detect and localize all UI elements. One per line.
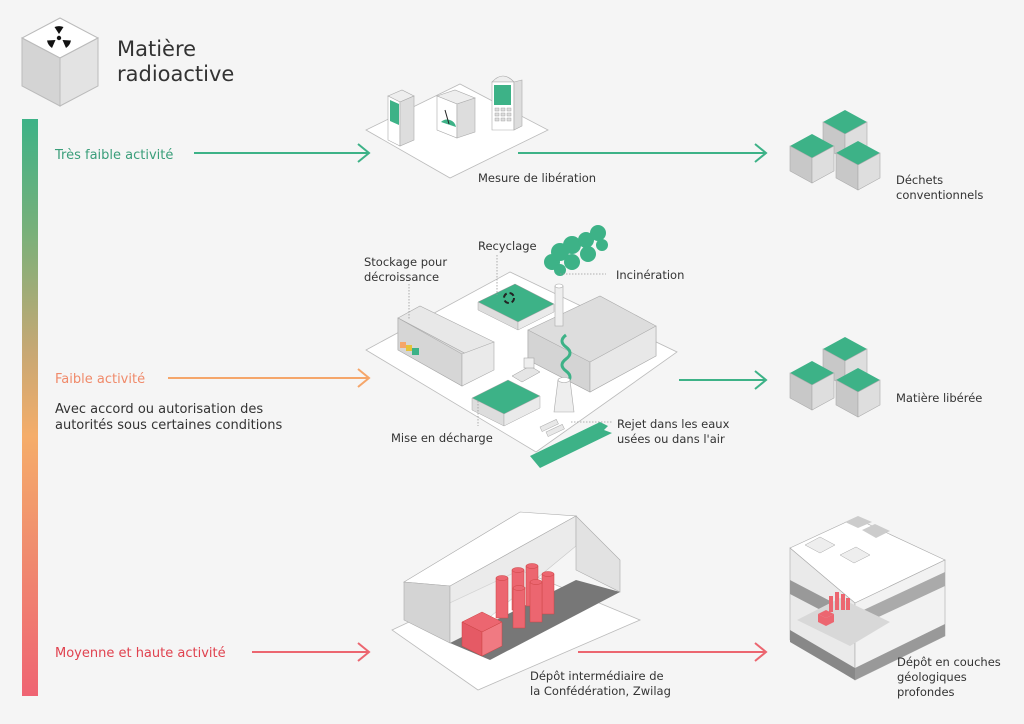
leader-lines <box>408 255 613 426</box>
decay-storage-label-2: décroissance <box>364 270 440 284</box>
released-material-cubes <box>789 336 881 418</box>
measurement-label: Mesure de libération <box>478 171 597 185</box>
arrow-zwilag-to-geological <box>578 642 768 662</box>
level-label-very-low: Très faible activité <box>55 148 174 163</box>
arrow-very-low-to-measure <box>194 143 371 163</box>
arrow-facility-to-released-material <box>679 370 768 390</box>
geological-label-2: géologiques <box>897 670 967 684</box>
low-level-facility-illustration <box>365 225 678 468</box>
arrow-measure-to-conventional-waste <box>518 143 768 163</box>
arrow-low-to-facility <box>168 368 371 388</box>
measurement-station-illustration <box>365 75 549 179</box>
geological-label-1: Dépôt en couches <box>897 655 1001 669</box>
conventional-waste-label-1: Déchets <box>896 173 944 187</box>
conventional-waste-cubes <box>789 109 881 191</box>
level-label-low: Faible activité <box>55 372 146 387</box>
low-level-description-line-1: Avec accord ou autorisation des <box>55 402 264 417</box>
low-level-description-line-2: autorités sous certaines conditions <box>55 418 283 433</box>
level-label-medium-high: Moyenne et haute activité <box>55 646 226 661</box>
released-material-label: Matière libérée <box>896 391 983 405</box>
activity-gradient-bar <box>22 119 38 696</box>
discharge-label-1: Rejet dans les eaux <box>617 417 730 431</box>
title-line-1: Matière <box>117 37 197 61</box>
zwilag-storage-illustration <box>391 511 642 691</box>
geological-repository-illustration <box>789 516 946 681</box>
conventional-waste-label-2: conventionnels <box>896 188 984 202</box>
zwilag-label-1: Dépôt intermédiaire de <box>530 669 664 683</box>
title-line-2: radioactive <box>117 62 235 86</box>
discharge-label-2: usées ou dans l'air <box>617 432 725 446</box>
recycling-label: Recyclage <box>478 239 537 253</box>
landfill-label: Mise en décharge <box>391 431 493 445</box>
arrow-medium-high-to-zwilag <box>252 642 371 662</box>
zwilag-label-2: la Confédération, Zwilag <box>530 684 671 698</box>
incineration-label: Incinération <box>616 268 685 282</box>
radioactive-cube-icon <box>20 16 100 108</box>
geological-label-3: profondes <box>897 685 955 699</box>
decay-storage-label-1: Stockage pour <box>364 255 448 269</box>
